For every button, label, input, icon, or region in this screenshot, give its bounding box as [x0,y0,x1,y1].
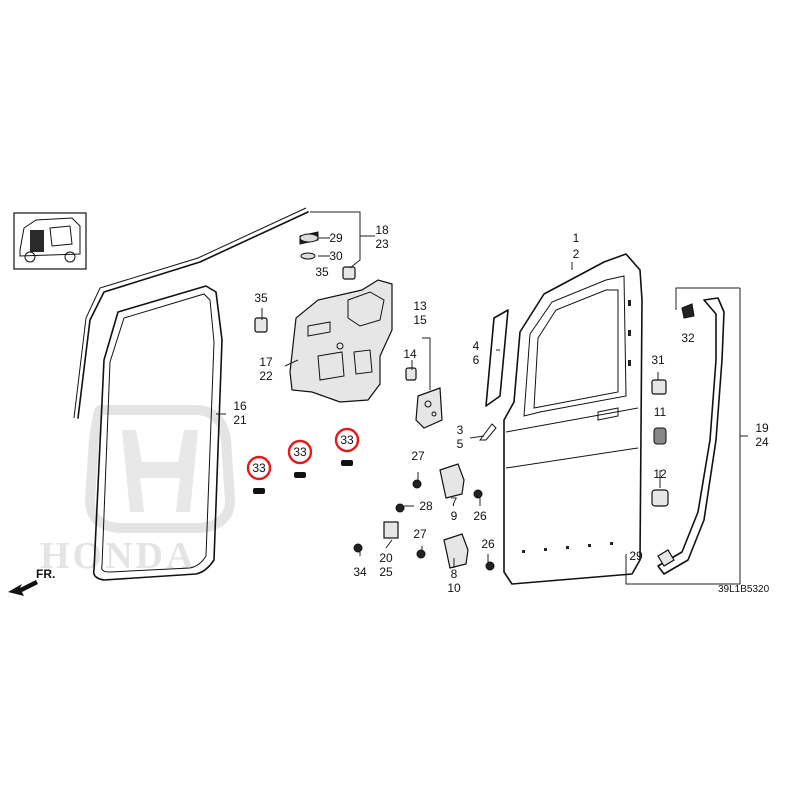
callout-21[interactable]: 21 [233,413,247,427]
callout-28[interactable]: 28 [419,499,433,513]
door-runner-seal [657,297,725,575]
callout-12[interactable]: 12 [653,467,667,481]
highlight-ring [287,439,313,465]
callout-26-lower[interactable]: 26 [481,537,495,551]
callout-3[interactable]: 3 [457,423,464,437]
honda-watermark-text: HONDA [40,535,196,577]
callout-22[interactable]: 22 [259,369,273,383]
callout-6[interactable]: 6 [473,353,480,367]
callout-1[interactable]: 1 [573,231,580,245]
highlight-33-left[interactable]: 33 [246,455,272,481]
fastener-clips [254,231,417,381]
callout-32[interactable]: 32 [681,331,695,345]
highlighted-callouts: 33 33 33 [246,427,360,481]
callout-33-left[interactable]: 33 [252,461,266,475]
direction-label: FR. [36,567,55,581]
callout-29-upper[interactable]: 29 [329,231,343,245]
door-weatherstrip [73,207,309,581]
callout-7[interactable]: 7 [451,495,458,509]
door-latch-assembly [415,387,443,429]
callout-33-right[interactable]: 33 [340,433,354,447]
door-sash-trims [479,309,509,441]
callout-23[interactable]: 23 [375,237,389,251]
highlight-33-middle[interactable]: 33 [287,439,313,465]
callout-labels: 1 2 3 4 5 6 7 8 9 10 11 12 13 14 15 16 1… [233,223,769,595]
callout-35-lower[interactable]: 35 [254,291,268,305]
callout-18[interactable]: 18 [375,223,389,237]
callout-17[interactable]: 17 [259,355,273,369]
callout-13[interactable]: 13 [413,299,427,313]
callout-14[interactable]: 14 [403,347,417,361]
callout-8[interactable]: 8 [451,567,458,581]
honda-watermark-logo: HONDA [40,405,236,577]
callout-33-middle[interactable]: 33 [293,445,307,459]
callout-35-upper[interactable]: 35 [315,265,329,279]
callout-2[interactable]: 2 [573,247,580,261]
callout-31[interactable]: 31 [651,353,665,367]
callout-24[interactable]: 24 [755,435,769,449]
door-stops-bumpers [651,303,695,507]
callout-27-lower[interactable]: 27 [413,527,427,541]
door-inner-cover-panel [289,279,393,403]
callout-11[interactable]: 11 [654,405,667,419]
callout-30[interactable]: 30 [329,249,343,263]
callout-27-upper[interactable]: 27 [411,449,425,463]
diagram-reference-code: 39L1B5320 [718,584,770,595]
callout-10[interactable]: 10 [447,581,461,595]
callout-20[interactable]: 20 [379,551,393,565]
leader-lines [216,211,748,585]
highlight-ring [246,455,272,481]
rear-door-shell [503,253,643,585]
callout-15[interactable]: 15 [413,313,427,327]
seal-items [253,460,353,494]
callout-4[interactable]: 4 [473,339,480,353]
callout-19[interactable]: 19 [755,421,769,435]
callout-9[interactable]: 9 [451,509,458,523]
door-hinges [353,463,495,571]
callout-16[interactable]: 16 [233,399,247,413]
callout-26-upper[interactable]: 26 [473,509,487,523]
callout-25[interactable]: 25 [379,565,393,579]
callout-29-lower[interactable]: 29 [629,549,643,563]
vehicle-location-thumbnail [13,212,87,270]
highlight-ring [334,427,360,453]
callout-5[interactable]: 5 [457,437,464,451]
highlight-33-right[interactable]: 33 [334,427,360,453]
callout-34[interactable]: 34 [353,565,367,579]
front-direction-indicator: FR. [8,567,55,596]
